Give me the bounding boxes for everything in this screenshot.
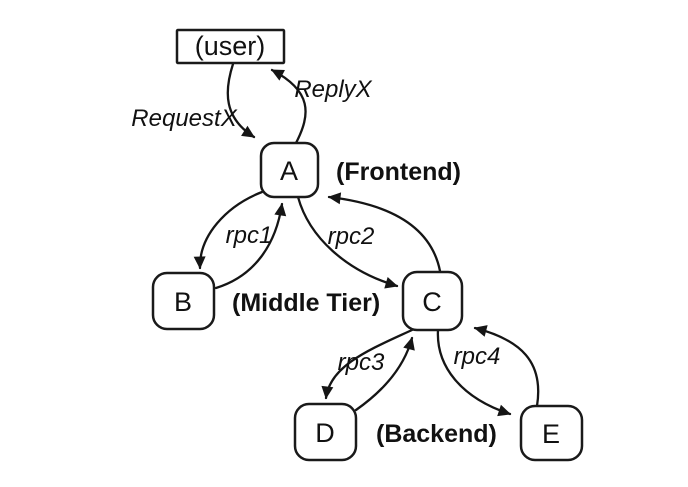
- edge-a-to-user-reply-arrow: [270, 68, 307, 145]
- node-d-box: [293, 402, 358, 462]
- edge-d-to-c-rpc3-return-arrow: [354, 336, 415, 412]
- node-a-box: [259, 141, 320, 199]
- edge-label-replyx: ReplyX: [294, 76, 372, 103]
- node-b-box: [151, 271, 216, 331]
- edge-label-rpc2: rpc2: [328, 223, 375, 250]
- edge-e-to-c-rpc4-return-arrow: [473, 325, 540, 408]
- node-e-box: [519, 404, 584, 462]
- node-user-box: [175, 28, 286, 65]
- node-b-label: B: [174, 287, 192, 317]
- tier-label-backend: (Backend): [376, 420, 497, 448]
- tier-label-middle-tier: (Middle Tier): [232, 289, 380, 317]
- node-c-label: C: [422, 287, 442, 317]
- tier-label-group: (Frontend) (Middle Tier) (Backend): [232, 158, 497, 448]
- node-d-label: D: [315, 418, 335, 448]
- edge-c-to-e-rpc4-call-arrow: [436, 328, 512, 417]
- node-user-label: (user): [195, 31, 266, 61]
- node-a-label: A: [280, 156, 298, 186]
- edge-group: [193, 62, 540, 417]
- node-group: (user) A B C D E: [151, 28, 584, 462]
- edge-label-rpc1: rpc1: [226, 222, 273, 249]
- edge-a-to-c-rpc2-call-arrow: [296, 195, 399, 289]
- edge-b-to-a-rpc1-return-arrow: [214, 202, 287, 290]
- edge-c-to-d-rpc3-call-arrow: [321, 328, 414, 400]
- tier-label-frontend: (Frontend): [336, 158, 461, 186]
- edge-label-rpc4: rpc4: [454, 343, 501, 370]
- edge-c-to-a-rpc2-return-arrow: [327, 192, 442, 273]
- edge-a-to-b-rpc1-call-arrow: [193, 190, 264, 270]
- node-e-label: E: [542, 419, 560, 449]
- edge-label-rpc3: rpc3: [338, 349, 385, 376]
- edge-label-group: RequestX ReplyX rpc1 rpc2 rpc3 rpc4: [131, 76, 500, 376]
- edge-user-to-a-request-arrow: [226, 62, 256, 139]
- edge-label-requestx: RequestX: [131, 105, 237, 132]
- node-c-box: [401, 270, 464, 332]
